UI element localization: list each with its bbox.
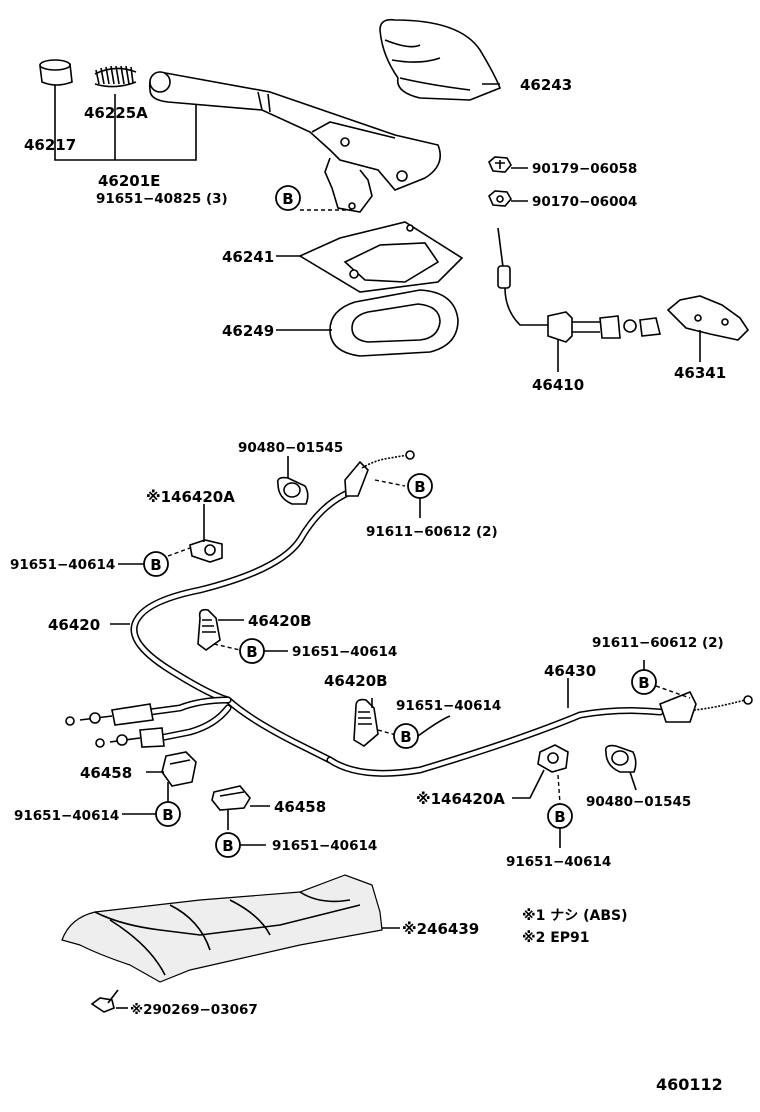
part-146420A-clip-b-drawing [537,744,569,773]
label-46217: 46217 [24,136,76,154]
label-46249: 46249 [222,322,274,340]
label-91611-60612-b: 91611−60612 (2) [592,635,724,651]
label-91611-60612-a: 91611−60612 (2) [366,524,498,540]
label-91651-40825-3: 91651−40825 (3) [96,191,228,207]
note-2: ※2 EP91 [522,930,590,946]
part-90480-01545-grommet-a-drawing [276,476,309,505]
label-46420B-a: 46420B [248,612,312,630]
label-46420B-b: 46420B [324,672,388,690]
label-46225A: 46225A [84,104,148,122]
part-290269-03067-bolt-drawing [90,989,119,1013]
svg-text:B: B [400,728,411,746]
label-46430: 46430 [544,662,596,680]
bolt-marker-b-3: B [143,551,169,577]
part-46420B-clip-a-drawing [197,608,221,651]
bolt-marker-b-2: B [407,473,433,499]
figure-id: 460112 [656,1075,723,1094]
part-46420B-clip-b-drawing [353,698,379,747]
label-91651-40614-f: 91651−40614 [506,854,611,870]
svg-text:B: B [414,478,425,496]
label-246439: ※246439 [402,920,479,938]
part-90179-06058-clip-drawing [488,156,512,173]
label-46243: 46243 [520,76,572,94]
part-46458-clamp-a-drawing [161,751,197,787]
bolt-marker-b-9: B [547,803,573,829]
label-46420: 46420 [48,616,100,634]
label-90170-06004: 90170−06004 [532,194,637,210]
bolt-marker-b-5: B [631,669,657,695]
note-1: ※1 ナシ (ABS) [522,908,628,924]
label-46458-a: 46458 [80,764,132,782]
svg-text:B: B [162,806,173,824]
svg-text:B: B [282,190,293,208]
part-246439-insulator-drawing [61,874,383,983]
label-90480-01545-a: 90480−01545 [238,440,343,456]
part-46217-drawing [39,59,73,86]
part-46410-cable-drawing [497,227,661,343]
label-91651-40614-e: 91651−40614 [272,838,377,854]
part-46241-plate-drawing [298,221,464,293]
bolt-marker-b-1: B [275,185,301,211]
label-290269-03067: ※290269−03067 [130,1002,258,1018]
part-46225A-drawing [94,65,137,88]
svg-text:B: B [554,808,565,826]
label-146420A-b: ※146420A [416,790,505,808]
label-91651-40614-a: 91651−40614 [10,557,115,573]
part-146420A-clip-a-drawing [189,539,223,563]
label-91651-40614-c: 91651−40614 [396,698,501,714]
svg-text:B: B [222,837,233,855]
part-90170-06004-nut-drawing [488,190,512,207]
svg-text:B: B [150,556,161,574]
bolt-marker-b-7: B [155,801,181,827]
bolt-marker-b-4: B [239,638,265,664]
bolt-marker-b-6: B [393,723,419,749]
part-46249-ring-drawing [329,289,459,357]
label-46341: 46341 [674,364,726,382]
part-46430-cable-drawing [326,690,753,777]
rear-cable-ends-drawing [65,696,232,748]
label-46241: 46241 [222,248,274,266]
part-46458-clamp-b-drawing [211,785,251,811]
svg-text:B: B [638,674,649,692]
label-91651-40614-b: 91651−40614 [292,644,397,660]
label-46201E: 46201E [98,172,160,190]
bolt-marker-b-8: B [215,832,241,858]
label-90480-01545-b: 90480−01545 [586,794,691,810]
label-90179-06058: 90179−06058 [532,161,637,177]
svg-text:B: B [246,643,257,661]
part-46201E-lever-drawing [148,71,441,213]
leader-lines [54,83,701,1009]
label-46410: 46410 [532,376,584,394]
part-46341-bracket-drawing [666,295,750,341]
part-90480-01545-grommet-b-drawing [604,744,637,773]
part-46243-boot-drawing [379,18,502,101]
label-146420A-a: ※146420A [146,488,235,506]
label-46458-b: 46458 [274,798,326,816]
label-91651-40614-d: 91651−40614 [14,808,119,824]
